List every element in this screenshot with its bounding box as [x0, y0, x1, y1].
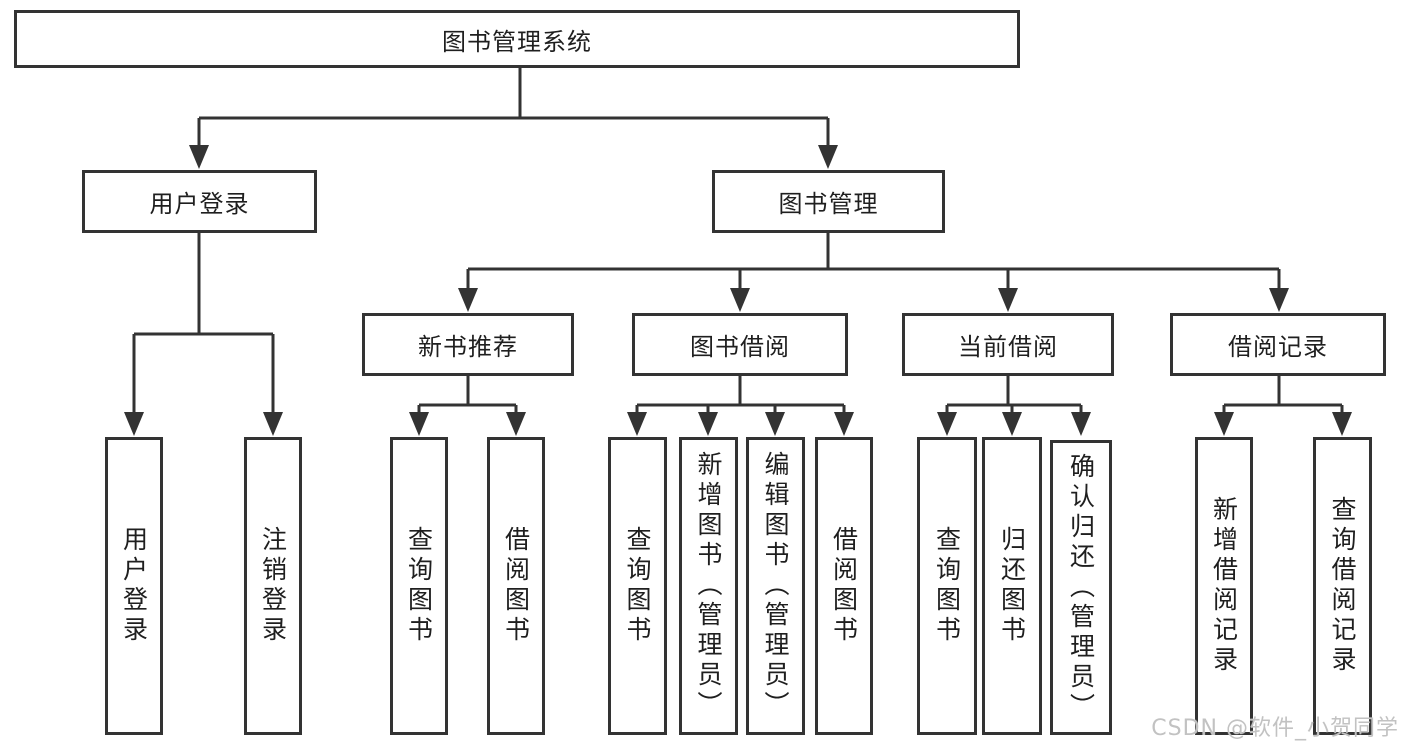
node-user-login: 用户登录 — [82, 170, 317, 233]
leaf-user-login: 用户登录 — [105, 437, 163, 735]
node-current-borrow: 当前借阅 — [902, 313, 1114, 376]
node-new-book-recommend: 新书推荐 — [362, 313, 574, 376]
leaf-query-books-current: 查询图书 — [917, 437, 977, 735]
leaf-query-books-recommend: 查询图书 — [390, 437, 448, 735]
leaf-edit-book-admin: 编辑图书（管理员） — [746, 437, 805, 735]
leaf-logout: 注销登录 — [244, 437, 302, 735]
leaf-query-books-borrow: 查询图书 — [608, 437, 667, 735]
leaf-return-book: 归还图书 — [982, 437, 1042, 735]
leaf-add-borrow-record: 新增借阅记录 — [1195, 437, 1253, 735]
leaf-add-book-admin: 新增图书（管理员） — [679, 437, 738, 735]
node-book-borrow: 图书借阅 — [632, 313, 848, 376]
leaf-borrow-books: 借阅图书 — [815, 437, 873, 735]
node-borrow-records: 借阅记录 — [1170, 313, 1386, 376]
leaf-confirm-return-admin: 确认归还（管理员） — [1050, 440, 1112, 735]
node-library-management-system: 图书管理系统 — [14, 10, 1020, 68]
leaf-borrow-books-recommend: 借阅图书 — [487, 437, 545, 735]
leaf-query-borrow-record: 查询借阅记录 — [1313, 437, 1372, 735]
node-book-management: 图书管理 — [712, 170, 945, 233]
csdn-watermark: CSDN @软件_小贺同学 — [1151, 716, 1399, 741]
